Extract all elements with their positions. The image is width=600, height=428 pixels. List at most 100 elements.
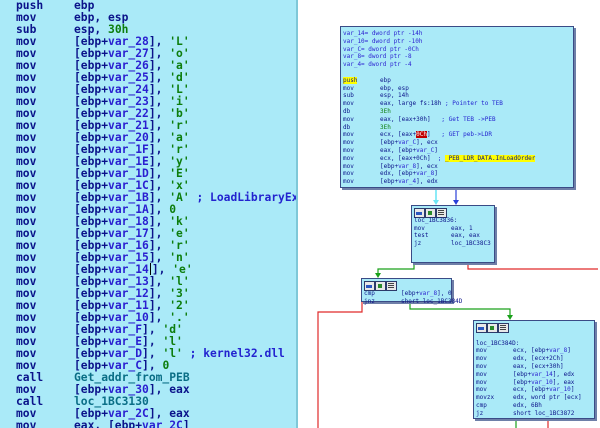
- graph-node-icon[interactable]: [425, 208, 436, 218]
- asm-variable[interactable]: var_11: [108, 299, 149, 312]
- block-comment: ; Pointer to TEB: [445, 100, 503, 108]
- block-operands: eax, 1: [451, 225, 473, 232]
- asm-operand-text: [ebp+: [74, 179, 109, 192]
- asm-operands: eax, [ebp+var_2C]: [74, 418, 190, 428]
- block-mnemonic: var_14= dword ptr -14h: [343, 30, 423, 37]
- asm-mnemonic: mov: [16, 143, 37, 156]
- block-operands: edx, 6Bh: [513, 402, 542, 409]
- asm-operands: [ebp+var_F], 'd': [74, 322, 183, 337]
- asm-variable[interactable]: var_18: [108, 215, 149, 228]
- graph-color-icon[interactable]: [414, 208, 425, 218]
- asm-variable[interactable]: var_27: [108, 47, 149, 60]
- asm-variable[interactable]: var_10: [108, 311, 149, 324]
- asm-mnemonic: mov: [16, 203, 37, 216]
- asm-variable[interactable]: var_2C: [108, 407, 149, 420]
- asm-operand-text: eax, [ebp+: [74, 419, 143, 428]
- graph-color-icon[interactable]: [476, 323, 487, 333]
- asm-variable[interactable]: var_1A: [108, 203, 149, 216]
- asm-variable[interactable]: var_30: [108, 383, 149, 396]
- block-mnemonic: mov: [476, 347, 487, 355]
- asm-variable[interactable]: var_22: [108, 107, 149, 120]
- asm-operand-text: ],: [142, 359, 163, 372]
- block-operand-text: ecx, [eax+0Ch]: [380, 154, 438, 162]
- asm-variable[interactable]: var_C: [108, 359, 143, 372]
- asm-operands: [ebp+var_20], 'a': [74, 130, 190, 145]
- block-operand-text: [ebp+: [513, 378, 532, 386]
- asm-variable[interactable]: var_20: [108, 131, 149, 144]
- block-mnemonic: sub: [343, 92, 354, 100]
- asm-variable[interactable]: var_13: [108, 275, 149, 288]
- asm-variable[interactable]: var_16: [108, 239, 149, 252]
- asm-variable[interactable]: var_23: [108, 95, 149, 108]
- asm-variable[interactable]: var_12: [108, 287, 149, 300]
- graph-list-icon[interactable]: [498, 323, 509, 333]
- graph-node-icon[interactable]: [487, 323, 498, 333]
- block-variable: var_14: [531, 370, 553, 378]
- asm-operand-text: 'e': [172, 263, 193, 276]
- asm-operand-text: [ebp+: [74, 287, 109, 300]
- graph-color-icon[interactable]: [364, 281, 375, 291]
- asm-operand-text: [ebp+: [74, 59, 109, 72]
- asm-operands: [ebp+var_1E], 'y': [74, 154, 190, 169]
- asm-operand-text: [ebp+: [74, 131, 109, 144]
- asm-variable[interactable]: var_25: [108, 71, 149, 84]
- asm-variable[interactable]: var_26: [108, 59, 149, 72]
- asm-variable[interactable]: var_D: [108, 347, 143, 360]
- asm-variable[interactable]: var_1F: [108, 143, 149, 156]
- asm-mnemonic: mov: [16, 407, 37, 420]
- asm-symbol[interactable]: Get_addr_from_PEB: [74, 371, 190, 384]
- asm-operand-text: ],: [148, 107, 170, 120]
- asm-operand-text: [ebp+: [74, 191, 109, 204]
- asm-operand-text: ], eax: [148, 383, 190, 396]
- asm-operand-text: [ebp+: [74, 47, 109, 60]
- asm-operand-text: ],: [148, 167, 170, 180]
- asm-mnemonic: mov: [16, 239, 37, 252]
- graph-node-icon[interactable]: [375, 281, 386, 291]
- asm-variable[interactable]: var_E: [108, 335, 143, 348]
- asm-operand-text: [ebp+: [74, 167, 109, 180]
- asm-variable[interactable]: var_14: [108, 263, 149, 276]
- asm-variable[interactable]: var_1C: [108, 179, 149, 192]
- asm-variable[interactable]: var_28: [108, 35, 149, 48]
- graph-list-icon[interactable]: [436, 208, 447, 218]
- asm-variable[interactable]: var_1E: [108, 155, 149, 168]
- asm-mnemonic: mov: [16, 383, 37, 396]
- pane-splitter[interactable]: [296, 0, 298, 428]
- asm-variable[interactable]: var_24: [108, 83, 149, 96]
- asm-operand-text: ],: [148, 215, 170, 228]
- block-operands: 3Eh: [380, 108, 391, 115]
- block-operand-text: eax, eax: [451, 232, 480, 240]
- asm-operand-text: [ebp+: [74, 107, 109, 120]
- asm-mnemonic: mov: [16, 275, 37, 288]
- asm-variable[interactable]: var_2C: [142, 419, 183, 428]
- asm-symbol[interactable]: loc_1BC3130: [74, 395, 149, 408]
- asm-mnemonic: mov: [16, 131, 37, 144]
- asm-operands: ebp: [74, 0, 94, 13]
- asm-operands: [ebp+var_1C], 'x': [74, 178, 190, 193]
- asm-mnemonic: sub: [16, 23, 37, 36]
- block-operand-text: eax, [eax+30h]: [380, 115, 442, 123]
- asm-operands: [ebp+var_24], 'L': [74, 82, 190, 97]
- asm-variable[interactable]: var_17: [108, 227, 149, 240]
- asm-operands: [ebp+var_26], 'a': [74, 58, 190, 73]
- block-operands: ecx, [eax+0Ch] ; _PEB_LDR_DATA.InLoadOrd…: [380, 154, 536, 162]
- asm-operands: [ebp+var_30], eax: [74, 382, 190, 397]
- asm-operands: [ebp+var_D], 'l' ; kernel32.dll: [74, 346, 285, 361]
- asm-variable[interactable]: var_1D: [108, 167, 149, 180]
- asm-mnemonic: call: [16, 395, 44, 408]
- block-operands: [ebp+var_8], 0: [401, 290, 452, 297]
- asm-mnemonic: mov: [16, 227, 37, 240]
- asm-operands: [ebp+var_16], 'r': [74, 238, 190, 253]
- asm-variable[interactable]: var_1B: [108, 191, 149, 204]
- asm-variable[interactable]: var_21: [108, 119, 149, 132]
- asm-variable[interactable]: var_15: [108, 251, 149, 264]
- asm-operand-text: 'L': [169, 83, 190, 96]
- asm-variable[interactable]: var_F: [108, 323, 143, 336]
- graph-list-icon[interactable]: [386, 281, 397, 291]
